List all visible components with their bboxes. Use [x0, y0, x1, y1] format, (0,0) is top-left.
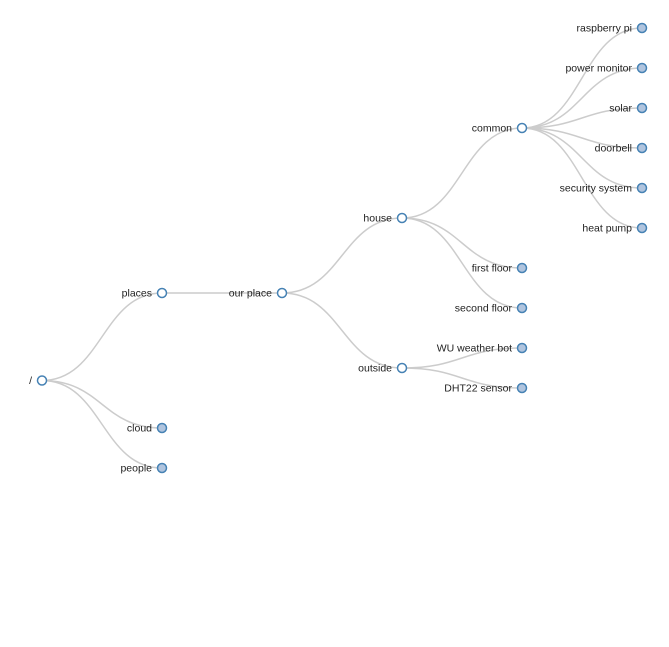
node-label: places [122, 288, 152, 300]
node-label: people [120, 463, 152, 475]
node-label: cloud [127, 423, 152, 435]
expanded-node-circle[interactable] [276, 287, 288, 299]
tree-node-root[interactable]: / [29, 375, 48, 387]
link-common-to-heat-pump [521, 127, 643, 229]
collapsed-node-circle[interactable] [516, 342, 528, 354]
link-common-to-solar [521, 107, 643, 129]
node-label: first floor [472, 263, 513, 275]
links-layer [41, 27, 643, 469]
link-common-to-power-monitor [521, 67, 643, 129]
tree-node-cloud[interactable]: cloud [127, 422, 168, 435]
tree-node-security-system[interactable]: security system [560, 182, 648, 195]
node-label: raspberry pi [577, 23, 632, 35]
node-label: doorbell [595, 143, 632, 155]
node-label: DHT22 sensor [444, 383, 512, 395]
link-house-to-common [401, 127, 523, 219]
tree-node-power-monitor[interactable]: power monitor [565, 62, 648, 75]
link-house-to-first-floor [401, 217, 523, 269]
link-our-place-to-house [281, 217, 403, 294]
link-root-to-cloud [41, 379, 163, 429]
collapsed-node-circle[interactable] [516, 382, 528, 394]
collapsed-node-circle[interactable] [636, 182, 648, 194]
node-label: solar [609, 103, 632, 115]
link-our-place-to-outside [281, 292, 403, 369]
nodes-layer: raspberry pi power monitor solar doorbell se… [29, 22, 648, 475]
node-label: common [472, 123, 512, 135]
node-label: WU weather bot [437, 343, 512, 355]
tree-node-solar[interactable]: solar [609, 102, 648, 115]
expanded-node-circle[interactable] [36, 375, 48, 386]
tree-node-wu-weather-bot[interactable]: WU weather bot [437, 342, 528, 355]
node-label: heat pump [582, 223, 632, 235]
node-label: our place [229, 288, 272, 300]
link-house-to-second-floor [401, 217, 523, 309]
collapsed-node-circle[interactable] [636, 222, 648, 234]
node-label: / [29, 375, 32, 387]
node-label: outside [358, 363, 392, 375]
tree-node-heat-pump[interactable]: heat pump [582, 222, 648, 235]
collapsed-node-circle[interactable] [156, 462, 168, 474]
link-common-to-security-system [521, 127, 643, 189]
node-label: power monitor [565, 63, 632, 75]
collapsed-node-circle[interactable] [636, 142, 648, 154]
node-label: second floor [455, 303, 513, 315]
tree-node-first-floor[interactable]: first floor [472, 262, 528, 275]
link-root-to-places [41, 292, 163, 382]
node-label: security system [560, 183, 633, 195]
tree-node-people[interactable]: people [120, 462, 168, 475]
expanded-node-circle[interactable] [156, 287, 168, 299]
collapsed-node-circle[interactable] [636, 22, 648, 34]
tree-node-outside[interactable]: outside [358, 362, 408, 375]
collapsed-node-circle[interactable] [516, 302, 528, 314]
node-label: house [363, 213, 392, 225]
tree-node-raspberry-pi[interactable]: raspberry pi [577, 22, 648, 35]
link-outside-to-dht22-sensor [401, 367, 523, 389]
link-common-to-raspberry-pi [521, 27, 643, 129]
tree-node-dht22-sensor[interactable]: DHT22 sensor [444, 382, 528, 395]
collapsed-node-circle[interactable] [156, 422, 168, 434]
expanded-node-circle[interactable] [396, 212, 408, 224]
tree-node-second-floor[interactable]: second floor [455, 302, 528, 315]
tree-node-doorbell[interactable]: doorbell [595, 142, 648, 155]
collapsed-node-circle[interactable] [636, 62, 648, 74]
expanded-node-circle[interactable] [396, 362, 408, 374]
link-outside-to-wu-weather-bot [401, 347, 523, 369]
collapsed-node-circle[interactable] [636, 102, 648, 114]
expanded-node-circle[interactable] [516, 122, 528, 134]
link-common-to-doorbell [521, 127, 643, 149]
tree-node-places[interactable]: places [122, 287, 168, 300]
link-root-to-people [41, 379, 163, 469]
tree-node-our-place[interactable]: our place [229, 287, 288, 300]
collapsed-node-circle[interactable] [516, 262, 528, 274]
tree-node-house[interactable]: house [363, 212, 408, 225]
tree-node-common[interactable]: common [472, 122, 528, 135]
